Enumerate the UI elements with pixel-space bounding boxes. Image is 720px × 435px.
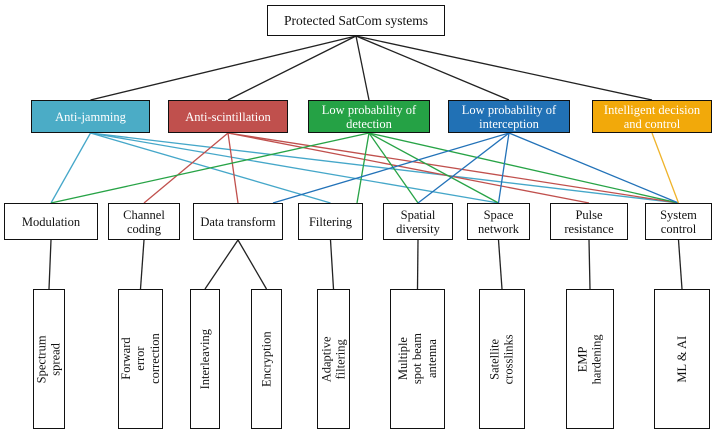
data-transform-label: Data transform [200,214,276,229]
anti-scintillation-label: Anti-scintillation [185,109,271,124]
node-encryption: Encryption [251,289,282,429]
node-as: Anti-scintillation [168,100,288,133]
system-control-label: System control [660,207,697,236]
node-lpi: Low probability of interception [448,100,570,133]
node-emp: EMP hardening [566,289,614,429]
low-probability-detection-label: Low probability of detection [321,102,417,131]
node-channel: Channel coding [108,203,180,240]
intelligent-decision-control-label: Intelligent decision and control [603,102,701,131]
interleaving-label: Interleaving [197,328,212,390]
node-lpd: Low probability of detection [308,100,430,133]
node-syscontrol: System control [645,203,712,240]
node-mlai: ML & AI [654,289,710,429]
root-label: Protected SatCom systems [284,12,428,28]
node-datatrans: Data transform [193,203,283,240]
node-adaptive: Adaptive filtering [317,289,350,429]
multiple-spot-beam-antenna-label: Multiple spot beam antenna [395,333,439,385]
forward-error-correction-label: Forward error correction [118,333,162,385]
low-probability-interception-label: Low probability of interception [461,102,557,131]
spectrum-spread-label: Spectrum spread [34,335,64,383]
channel-coding-label: Channel coding [123,207,165,236]
node-filtering: Filtering [298,203,363,240]
node-root: Protected SatCom systems [267,5,445,36]
satellite-crosslinks-label: Satellite crosslinks [487,334,516,384]
node-aj: Anti-jamming [31,100,150,133]
adaptive-filtering-label: Adaptive filtering [319,336,348,382]
filtering-label: Filtering [308,214,353,229]
node-spectrum: Spectrum spread [33,289,65,429]
node-satcross: Satellite crosslinks [479,289,525,429]
node-idc: Intelligent decision and control [592,100,712,133]
spatial-diversity-label: Spatial diversity [396,207,440,236]
emp-hardening-label: EMP hardening [575,334,605,384]
node-msba: Multiple spot beam antenna [390,289,445,429]
space-network-label: Space network [478,207,519,236]
node-spatial: Spatial diversity [383,203,453,240]
ml-and-ai-label: ML & AI [674,335,689,383]
modulation-label: Modulation [21,214,81,229]
encryption-label: Encryption [259,331,274,387]
node-spacenet: Space network [467,203,530,240]
node-fec: Forward error correction [118,289,163,429]
pulse-resistance-label: Pulse resistance [564,207,614,236]
node-modulation: Modulation [4,203,98,240]
anti-jamming-label: Anti-jamming [55,109,126,124]
node-interleaving: Interleaving [190,289,220,429]
node-pulse: Pulse resistance [550,203,628,240]
